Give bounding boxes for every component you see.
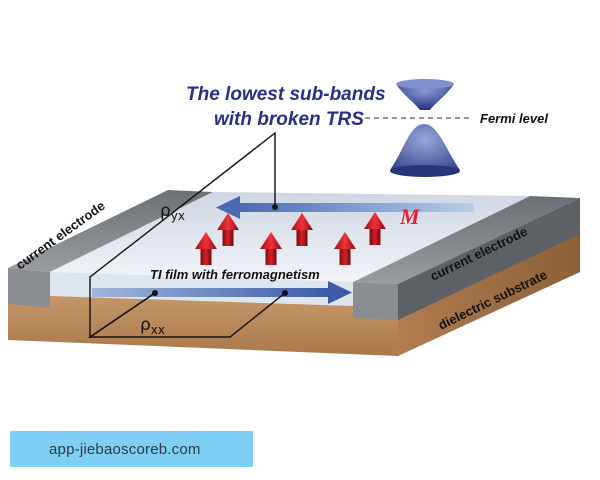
spin-arrow xyxy=(195,232,217,265)
watermark-banner[interactable]: app-jiebaoscoreb.com xyxy=(10,431,253,467)
left-electrode-front xyxy=(8,268,50,308)
right-electrode-side xyxy=(398,198,580,320)
fermi-level-label: Fermi level xyxy=(480,111,548,126)
rho-yx-label: ρyx xyxy=(160,201,185,223)
watermark-url: app-jiebaoscoreb.com xyxy=(49,440,201,458)
spin-arrow xyxy=(260,232,282,265)
right-electrode-top xyxy=(353,196,580,284)
right-electrode-front xyxy=(353,282,398,320)
magnetization-label: M xyxy=(399,204,421,229)
upper-sub-band-cone xyxy=(396,84,454,110)
upper-cone-rim xyxy=(396,79,454,89)
hall-arrow-back xyxy=(216,196,474,219)
title-line-2: with broken TRS xyxy=(214,109,364,130)
rho-yx-wire xyxy=(89,131,276,339)
lower-sub-band-cone xyxy=(390,124,460,176)
spin-arrow xyxy=(364,212,386,245)
spin-arrow xyxy=(334,232,356,265)
lower-cone-base xyxy=(390,165,460,177)
contact-point xyxy=(152,290,158,296)
contact-point xyxy=(272,204,278,210)
spin-arrow xyxy=(291,213,313,246)
current-arrow-front xyxy=(92,281,352,304)
title-line-1: The lowest sub-bands xyxy=(186,84,386,105)
rho-xx-label: ρxx xyxy=(140,315,165,337)
substrate-front-face xyxy=(8,290,398,356)
left-electrode-top xyxy=(8,190,213,272)
spin-arrow xyxy=(217,213,239,246)
film-label: TI film with ferromagnetism xyxy=(150,267,320,282)
contact-point xyxy=(282,290,288,296)
